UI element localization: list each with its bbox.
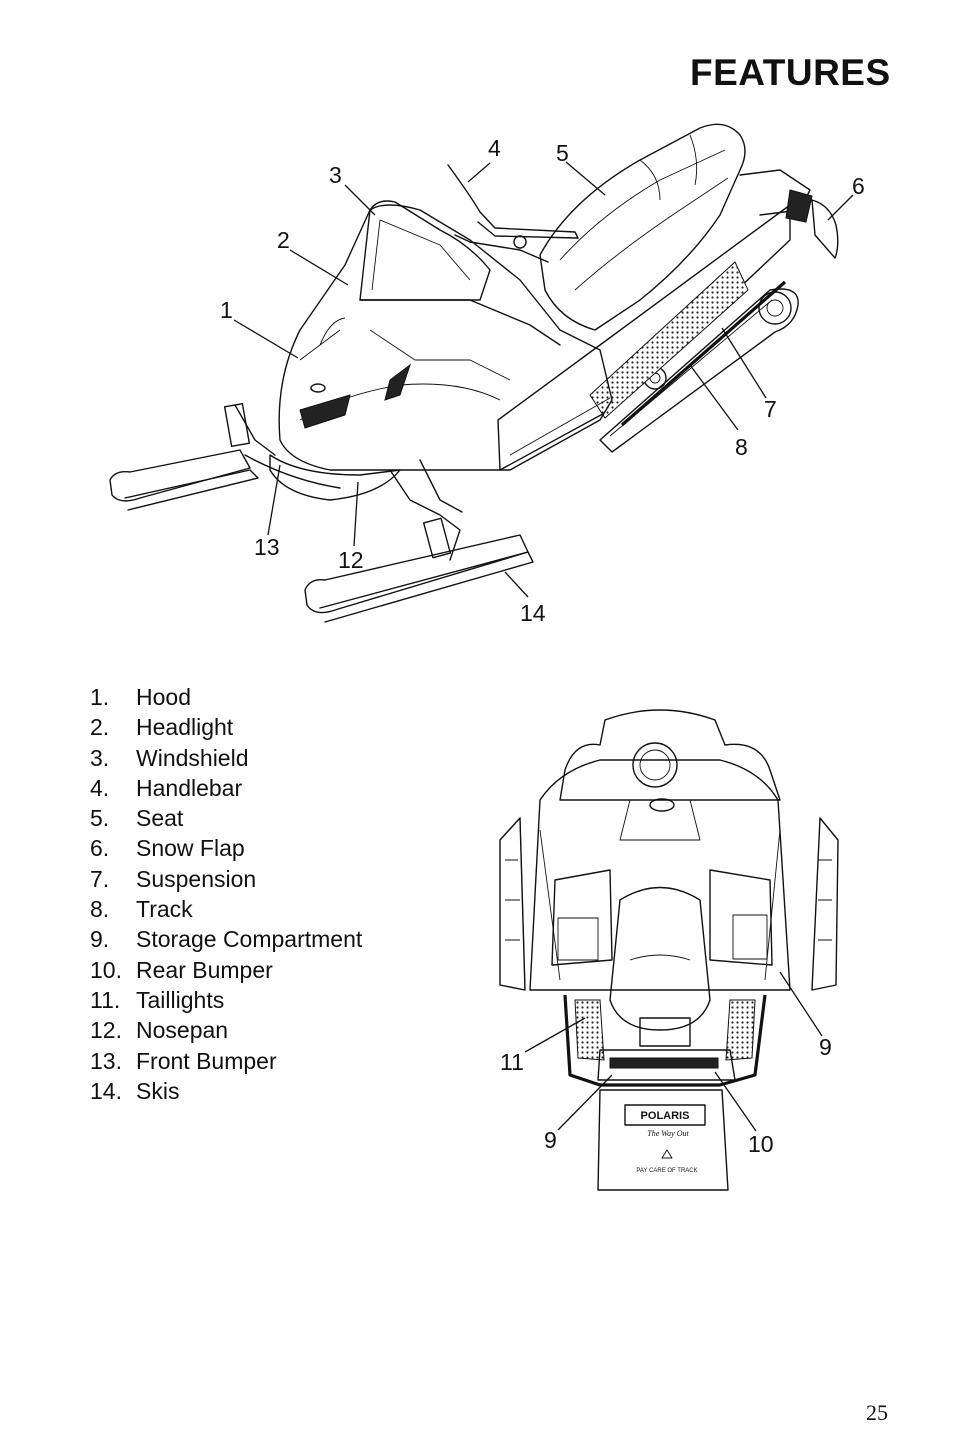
- callout-10: 10: [748, 1131, 774, 1157]
- parts-legend: 1.Hood 2.Headlight 3.Windshield 4.Handle…: [90, 682, 362, 1106]
- callout-9-left: 9: [544, 1127, 557, 1153]
- legend-item: 5.Seat: [90, 805, 184, 832]
- snow-flap-drawing: POLARIS The Way Out PAY CARE OF TRACK: [597, 1089, 729, 1191]
- callout-9-right: 9: [819, 1034, 832, 1060]
- callout-2: 2: [277, 227, 290, 253]
- legend-item: 7.Suspension: [90, 865, 257, 892]
- callout-11: 11: [500, 1049, 524, 1075]
- callout-12: 12: [338, 547, 364, 573]
- legend-item: 8.Track: [90, 896, 193, 923]
- seat-drawing: [539, 123, 746, 331]
- page-number: 25: [866, 1400, 888, 1425]
- callout-leaders: [233, 161, 854, 598]
- nosepan-drawing: [244, 454, 401, 501]
- rear-callout-leaders: [524, 971, 823, 1132]
- windshield-drawing: [359, 200, 491, 301]
- callout-1: 1: [220, 297, 233, 323]
- brand-logo: POLARIS: [641, 1110, 690, 1122]
- rear-bumper-drawing: [563, 994, 767, 1087]
- legend-item: 13.Front Bumper: [90, 1047, 277, 1074]
- legend-item: 2.Headlight: [90, 714, 234, 741]
- brand-slogan: The Way Out: [647, 1129, 689, 1138]
- legend-item: 9.Storage Compartment: [90, 926, 363, 953]
- legend-item: 4.Handlebar: [90, 774, 243, 801]
- callout-4: 4: [488, 135, 501, 161]
- callout-7: 7: [764, 396, 777, 422]
- callout-14: 14: [520, 600, 546, 626]
- legend-item: 11.Taillights: [90, 986, 225, 1013]
- legend-item: 14.Skis: [90, 1077, 180, 1104]
- callout-8: 8: [735, 434, 748, 460]
- tunnel-drawing: [497, 204, 791, 471]
- page-title: FEATURES: [690, 52, 891, 93]
- rear-bumper-drawing: [739, 169, 839, 259]
- track-drawing: [599, 280, 799, 453]
- legend-item: 10.Rear Bumper: [90, 956, 273, 983]
- skis-drawing: [109, 449, 534, 623]
- rear-seat-drawing: [609, 886, 711, 1031]
- snowmobile-side-illustration: 1 2 3 4 5 6 7 8 12 13 14: [109, 123, 865, 626]
- callout-13: 13: [254, 534, 280, 560]
- legend-item: 1.Hood: [90, 684, 191, 710]
- legend-item: 12.Nosepan: [90, 1017, 229, 1044]
- handlebar-drawing: [447, 164, 579, 263]
- callout-3: 3: [329, 162, 342, 188]
- side-guards-drawing: [499, 816, 839, 991]
- hood-drawing: [278, 204, 613, 471]
- callout-5: 5: [556, 140, 569, 166]
- legend-item: 3.Windshield: [90, 744, 249, 771]
- storage-compartments-drawing: [539, 829, 781, 981]
- rear-body-drawing: [529, 709, 791, 991]
- flap-warning-text: PAY CARE OF TRACK: [636, 1168, 697, 1174]
- legend-item: 6.Snow Flap: [90, 835, 245, 862]
- front-suspension-drawing: [223, 403, 463, 561]
- callout-6: 6: [852, 173, 865, 199]
